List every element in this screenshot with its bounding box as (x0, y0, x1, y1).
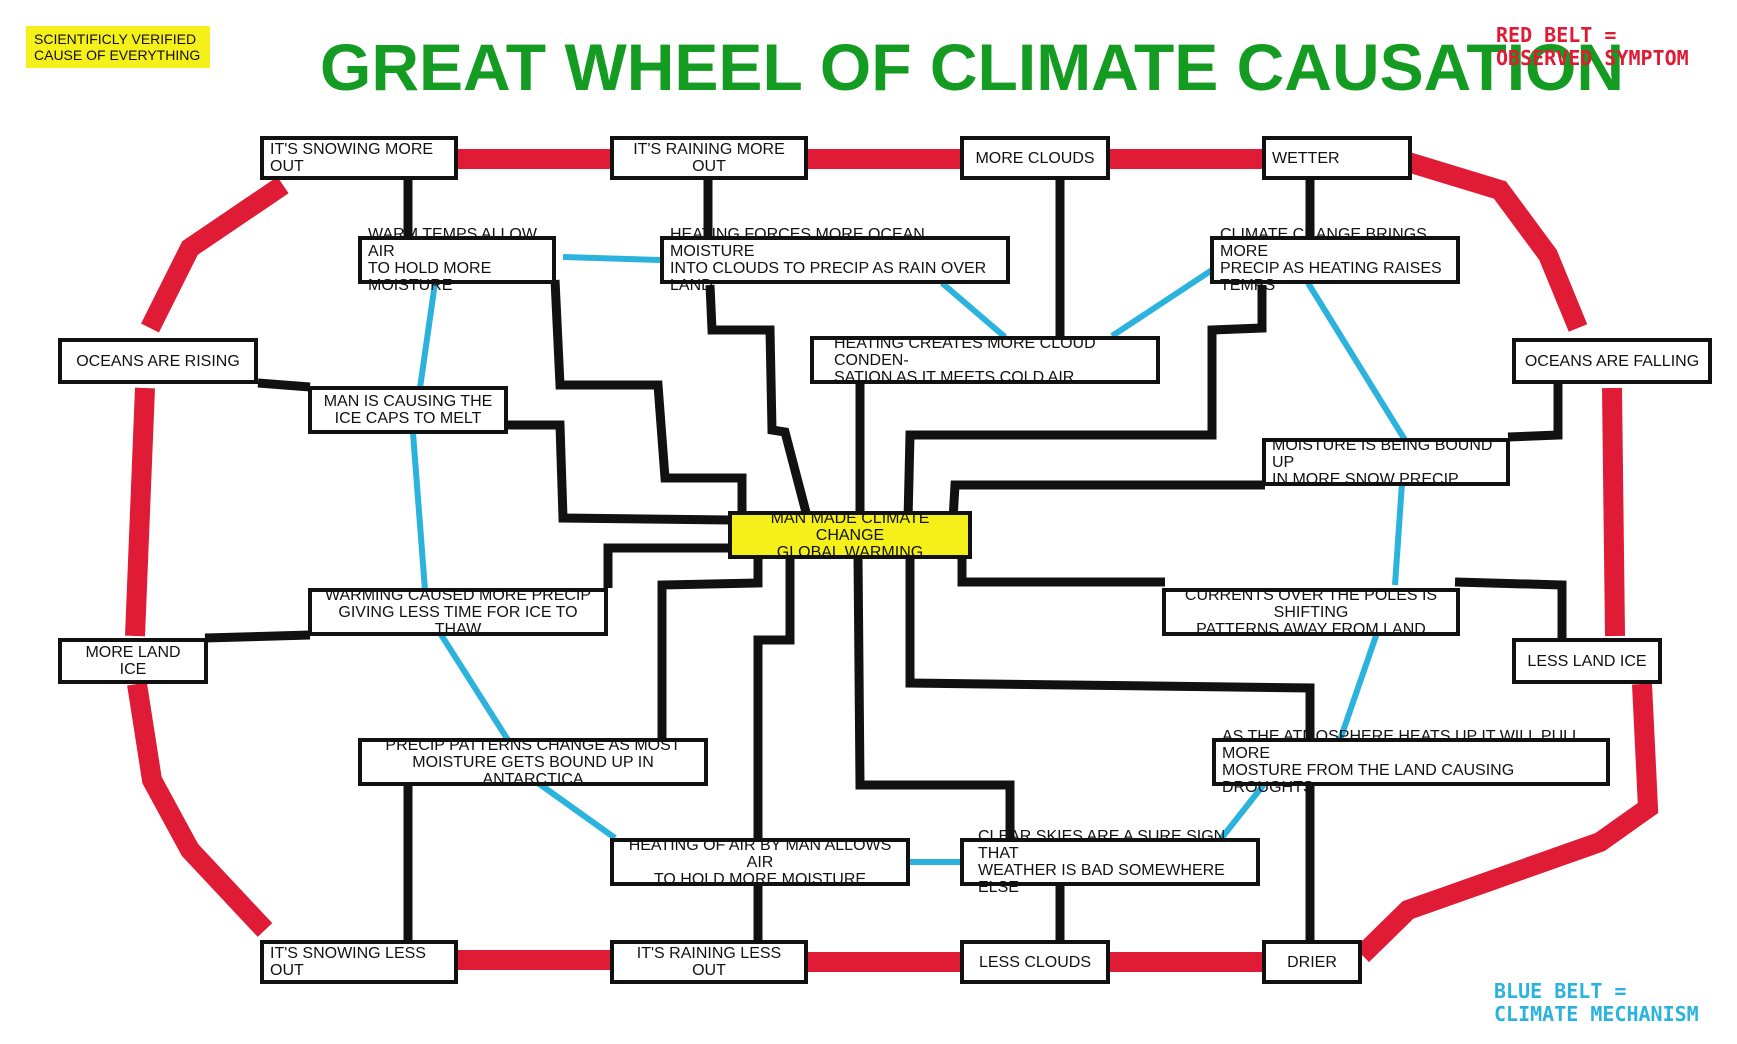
red-belt-left (125, 387, 155, 637)
node-raining-more: IT'S RAINING MORE OUT (610, 136, 808, 180)
connector-warm-temps-center (550, 279, 747, 520)
verified-tag: SCIENTIFICLY VERIFIED CAUSE OF EVERYTHIN… (26, 26, 210, 68)
node-currents: CURRENTS OVER THE POLES IS SHIFTING PATT… (1162, 587, 1460, 638)
node-heating-forces: HEATING FORCES MORE OCEAN MOISTURE INTO … (660, 226, 1010, 294)
node-atmosphere-heats: AS THE ATMOSPHERE HEATS UP IT WILL PULL … (1212, 728, 1610, 796)
red-belt-legend: RED BELT = OBSERVED SYMPTOM (1496, 23, 1689, 70)
blue-belt (410, 254, 1408, 865)
node-moisture-bound: MOISTURE IS BEING BOUND UP IN MORE SNOW … (1262, 437, 1510, 488)
blue-belt-legend: BLUE BELT = CLIMATE MECHANISM (1494, 979, 1699, 1026)
node-wetter: WETTER (1262, 136, 1412, 180)
connector-center-precip (657, 555, 763, 740)
node-warming-caused: WARMING CAUSED MORE PRECIP GIVING LESS T… (308, 587, 608, 638)
red-belt-right (1602, 387, 1625, 637)
node-warm-temps: WARM TEMPS ALLOW AIR TO HOLD MORE MOISTU… (358, 226, 556, 294)
red-belt-bottom-right (1355, 683, 1659, 963)
connector-currents-less-land-ice (1454, 577, 1567, 642)
red-belt (125, 149, 1659, 972)
blue-link-moisture-currents (1392, 482, 1405, 586)
node-precip-patterns: PRECIP PATTERNS CHANGE AS MOST MOISTURE … (358, 737, 708, 788)
connector-climate-change-center (903, 285, 1267, 521)
blue-link-precip-heating-air (536, 780, 617, 841)
node-oceans-rising: OCEANS ARE RISING (58, 338, 258, 384)
connector-center-currents-top (957, 555, 1165, 587)
connector-moisture-center (948, 480, 1265, 521)
connector-center-warming (603, 543, 730, 588)
node-less-clouds: LESS CLOUDS (960, 940, 1110, 984)
diagram-title: GREAT WHEEL OF CLIMATE CAUSATION (320, 30, 1625, 104)
connector-center-heating-air (753, 555, 795, 848)
blue-link-heating-creates (940, 280, 1007, 340)
connector-icecaps-center (505, 420, 731, 525)
blue-link-warming-precip (437, 631, 511, 742)
blue-link-warm-icecaps (417, 282, 438, 389)
black-connectors (204, 178, 1567, 940)
node-raining-less: IT'S RAINING LESS OUT (610, 940, 808, 984)
connector-heating-forces-center (705, 284, 813, 522)
blue-link-warm-heating (562, 254, 661, 263)
node-drier: DRIER (1262, 940, 1362, 984)
connector-oceans-rising-icecaps (257, 378, 311, 392)
blue-link-creates-climate (1110, 267, 1214, 339)
connector-land-ice-warming (204, 630, 311, 643)
node-heating-creates: HEATING CREATES MORE CLOUD CONDEN- SATIO… (810, 335, 1160, 386)
blue-link-clear-atmosphere (1217, 781, 1268, 842)
blue-link-icecaps-warming (410, 432, 428, 591)
node-snowing-more: IT'S SNOWING MORE OUT (260, 136, 458, 180)
node-snowing-less: IT'S SNOWING LESS OUT (260, 940, 458, 984)
node-oceans-falling: OCEANS ARE FALLING (1512, 338, 1712, 384)
red-belt-top-right (1405, 152, 1588, 332)
node-man-causing: MAN IS CAUSING THE ICE CAPS TO MELT (308, 386, 508, 434)
blue-link-currents-atmosphere (1337, 629, 1381, 741)
connector-center-clear-skies (853, 554, 1015, 840)
node-more-clouds: MORE CLOUDS (960, 136, 1110, 180)
node-more-land-ice: MORE LAND ICE (58, 638, 208, 684)
connector-oceans-falling-moisture (1507, 380, 1563, 442)
red-belt-top-left (141, 176, 289, 333)
node-less-land-ice: LESS LAND ICE (1512, 638, 1662, 684)
connector-center-currents (905, 555, 1315, 940)
node-climate-change-brings: CLIMATE CHANGE BRINGS MORE PRECIP AS HEA… (1210, 226, 1460, 294)
node-heating-of-air: HEATING OF AIR BY MAN ALLOWS AIR TO HOLD… (610, 837, 910, 888)
node-clear-skies: CLEAR SKIES ARE A SURE SIGN THAT WEATHER… (960, 828, 1260, 896)
blue-link-climate-moisture (1305, 281, 1408, 442)
red-belt-bottom-left (127, 682, 273, 937)
node-center-climate-change[interactable]: MAN MADE CLIMATE CHANGE GLOBAL WARMING (728, 510, 972, 561)
